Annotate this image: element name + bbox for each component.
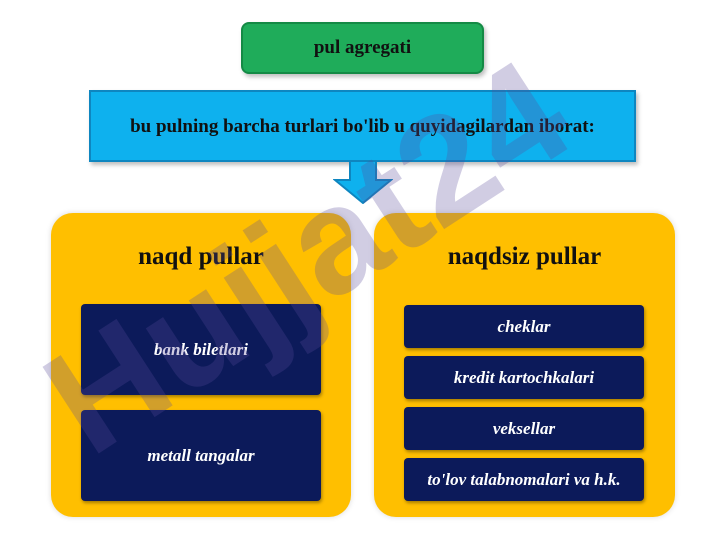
item-label: kredit kartochkalari — [453, 367, 595, 387]
definition-banner: bu pulning barcha turlari bo'lib u quyid… — [89, 90, 636, 162]
down-arrow-icon — [333, 160, 393, 204]
noncash-item-payment-requests: to'lov talabnomalari va h.k. — [404, 458, 644, 501]
item-label: cheklar — [497, 316, 551, 336]
header-box: pul agregati — [241, 22, 484, 74]
cash-item-coins: metall tangalar — [81, 410, 321, 501]
item-label: veksellar — [492, 418, 556, 438]
noncash-item-checks: cheklar — [404, 305, 644, 348]
banner-text: bu pulning barcha turlari bo'lib u quyid… — [130, 115, 595, 137]
noncash-panel-title: naqdsiz pullar — [447, 243, 602, 270]
item-label: to'lov talabnomalari va h.k. — [427, 469, 621, 489]
header-title: pul agregati — [313, 37, 412, 58]
item-label: metall tangalar — [147, 445, 255, 465]
cash-item-bank-notes: bank biletlari — [81, 304, 321, 395]
cash-panel-title: naqd pullar — [138, 243, 264, 270]
noncash-item-credit-cards: kredit kartochkalari — [404, 356, 644, 399]
item-label: bank biletlari — [154, 339, 248, 359]
noncash-item-bills-of-exchange: veksellar — [404, 407, 644, 450]
